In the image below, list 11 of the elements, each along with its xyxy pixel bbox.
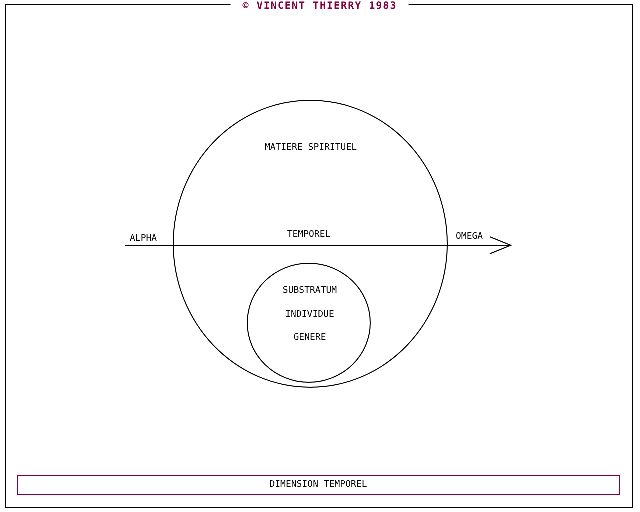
axis-label: TEMPOREL bbox=[287, 230, 331, 241]
axis-label: OMEGA bbox=[456, 232, 484, 243]
inner-circle bbox=[247, 263, 371, 383]
circle-text: SUBSTRATUM bbox=[282, 286, 338, 297]
box-text: DIMENSION TEMPOREL bbox=[270, 480, 368, 490]
banner-box bbox=[17, 475, 620, 495]
outer-circle bbox=[173, 100, 448, 388]
circle-text: INDIVIDUE bbox=[286, 310, 334, 321]
circle-text: GENERE bbox=[294, 333, 326, 344]
axis-label: ALPHA bbox=[130, 234, 158, 245]
circle-text: MATIERE SPIRITUEL bbox=[264, 143, 358, 154]
